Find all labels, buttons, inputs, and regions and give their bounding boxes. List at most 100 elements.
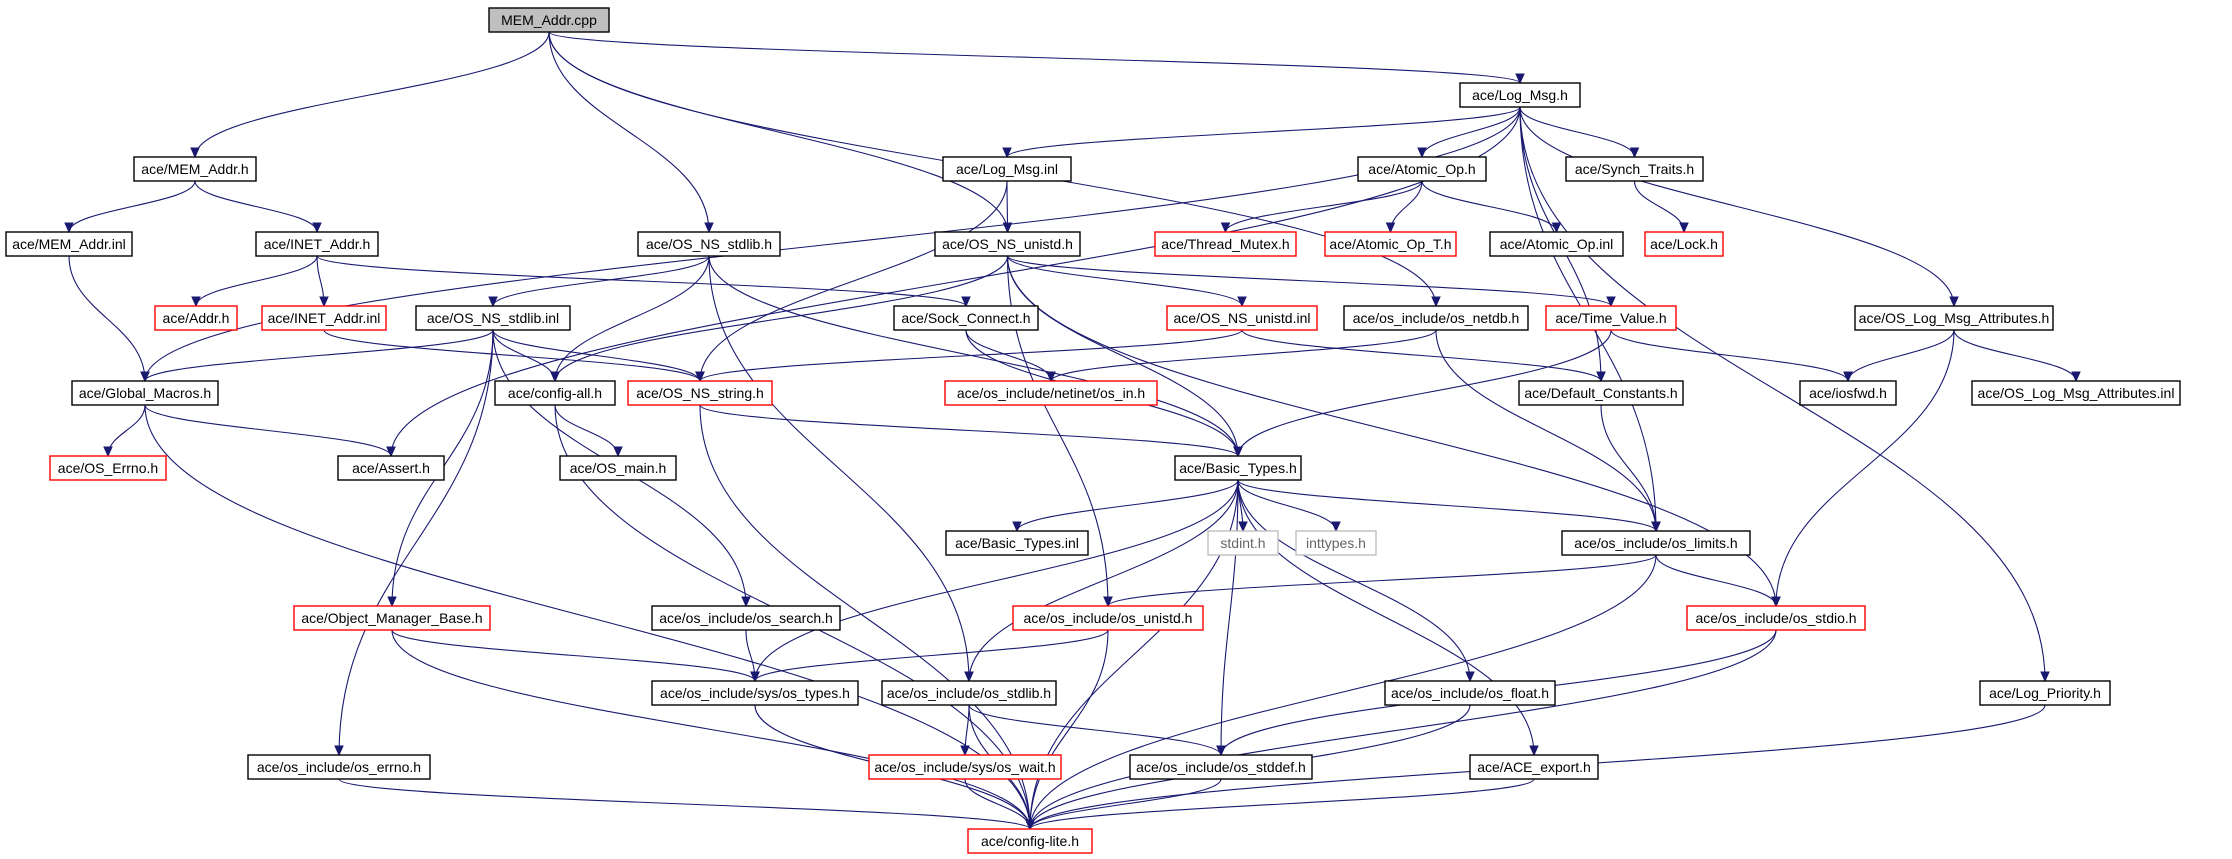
node-os-ns-stdlib-h[interactable]: ace/OS_NS_stdlib.h <box>637 231 781 257</box>
node-atomic-op-h[interactable]: ace/Atomic_Op.h <box>1357 156 1487 182</box>
node-atomic-op-t-h[interactable]: ace/Atomic_Op_T.h <box>1324 231 1457 257</box>
arrowhead-os_ns_stdlib_inl-to-os_errno_inc_h <box>334 745 344 757</box>
edge-basic_types_h-to-os_stdlib_h <box>968 479 1239 682</box>
arrowhead-mem_addr_cpp-to-log_msg_h <box>1515 73 1525 85</box>
node-time-value-h[interactable]: ace/Time_Value.h <box>1545 305 1677 331</box>
node-atomic-op-inl[interactable]: ace/Atomic_Op.inl <box>1489 231 1624 257</box>
node-box <box>133 156 257 182</box>
node-box <box>1174 455 1302 481</box>
node-label: ace/INET_Addr.h <box>264 236 371 252</box>
node-os-ns-stdlib-inl[interactable]: ace/OS_NS_stdlib.inl <box>415 305 571 331</box>
arrowhead-log_msg_h-to-log_priority_h <box>2040 671 2050 683</box>
node-basic-types-h[interactable]: ace/Basic_Types.h <box>1174 455 1302 481</box>
edge-ace_export_h-to-config_lite_h <box>1029 778 1535 830</box>
arrowhead-os_ns_stdlib_inl-to-os_search_h <box>741 596 751 608</box>
node-mem-addr-h[interactable]: ace/MEM_Addr.h <box>133 156 257 182</box>
node-os-stdio-h[interactable]: ace/os_include/os_stdio.h <box>1686 605 1866 631</box>
node-os-main-h[interactable]: ace/OS_main.h <box>559 455 677 481</box>
edge-mem_addr_cpp-to-mem_addr_h <box>194 31 550 158</box>
node-os-float-h[interactable]: ace/os_include/os_float.h <box>1384 680 1556 706</box>
node-box <box>934 231 1081 257</box>
node-synch-traits-h[interactable]: ace/Synch_Traits.h <box>1565 156 1704 182</box>
node-os-log-msg-attr-inl[interactable]: ace/OS_Log_Msg_Attributes.inl <box>1971 380 2181 406</box>
node-label: ace/os_include/os_float.h <box>1391 685 1549 701</box>
arrowhead-os_limits_h-to-os_unistd_h <box>1103 596 1113 608</box>
edge-basic_types_h-to-os_limits_h <box>1237 479 1657 532</box>
edge-os_unistd_h-to-sys_os_types_h <box>754 629 1109 682</box>
edge-os_ns_unistd_inl-to-os_ns_string_h <box>699 329 1243 382</box>
node-os-limits-h[interactable]: ace/os_include/os_limits.h <box>1561 530 1751 556</box>
node-global-macros-h[interactable]: ace/Global_Macros.h <box>71 380 219 406</box>
node-mem-addr-inl[interactable]: ace/MEM_Addr.inl <box>5 231 133 257</box>
node-log-msg-h[interactable]: ace/Log_Msg.h <box>1459 82 1581 108</box>
edge-mem_addr_cpp-to-os_ns_unistd_h <box>548 31 1009 233</box>
node-box <box>868 754 1062 780</box>
node-config-lite-h[interactable]: ace/config-lite.h <box>967 828 1093 854</box>
node-label: stdint.h <box>1220 535 1265 551</box>
node-log-msg-inl[interactable]: ace/Log_Msg.inl <box>942 156 1072 182</box>
node-lock-h[interactable]: ace/Lock.h <box>1644 231 1724 257</box>
node-os-ns-unistd-inl[interactable]: ace/OS_NS_unistd.inl <box>1166 305 1318 331</box>
node-assert-h[interactable]: ace/Assert.h <box>337 455 445 481</box>
node-box <box>247 754 431 780</box>
edge-os_stdio_h-to-config_lite_h <box>1029 629 1777 830</box>
edge-mem_addr_cpp-to-log_msg_h <box>548 31 1521 84</box>
node-sock-connect-h[interactable]: ace/Sock_Connect.h <box>893 305 1039 331</box>
node-os-in-h[interactable]: ace/os_include/netinet/os_in.h <box>944 380 1158 406</box>
edge-default_constants_h-to-os_limits_h <box>1600 404 1657 532</box>
node-os-netdb-h[interactable]: ace/os_include/os_netdb.h <box>1343 305 1529 331</box>
node-label: ace/OS_NS_stdlib.inl <box>427 310 559 326</box>
node-os-errno-inc-h[interactable]: ace/os_include/os_errno.h <box>247 754 431 780</box>
node-os-ns-unistd-h[interactable]: ace/OS_NS_unistd.h <box>934 231 1081 257</box>
node-box <box>1459 82 1581 108</box>
node-os-errno-h[interactable]: ace/OS_Errno.h <box>49 455 167 481</box>
node-default-constants-h[interactable]: ace/Default_Constants.h <box>1518 380 1684 406</box>
node-thread-mutex-h[interactable]: ace/Thread_Mutex.h <box>1154 231 1297 257</box>
node-config-all-h[interactable]: ace/config-all.h <box>494 380 616 406</box>
node-ace-export-h[interactable]: ace/ACE_export.h <box>1469 754 1599 780</box>
node-addr-h[interactable]: ace/Addr.h <box>154 305 238 331</box>
node-box <box>337 455 445 481</box>
node-iosfwd-h[interactable]: ace/iosfwd.h <box>1799 380 1897 406</box>
node-label: ace/config-all.h <box>508 385 602 401</box>
node-label: ace/OS_Log_Msg_Attributes.h <box>1859 310 2050 326</box>
edge-global_macros_h-to-assert_h <box>144 404 392 457</box>
arrowhead-os_ns_stdlib_inl-to-global_macros_h <box>140 371 150 383</box>
arrowhead-mem_addr_cpp-to-mem_addr_h <box>190 147 200 159</box>
node-os-stddef-h[interactable]: ace/os_include/os_stddef.h <box>1129 754 1313 780</box>
node-box <box>893 305 1039 331</box>
edge-os_log_msg_attr_h-to-os_stdio_h <box>1775 329 1955 607</box>
node-os-ns-string-h[interactable]: ace/OS_NS_string.h <box>627 380 773 406</box>
node-os-unistd-h[interactable]: ace/os_include/os_unistd.h <box>1012 605 1204 631</box>
edge-os_limits_h-to-os_stdio_h <box>1655 554 1777 607</box>
edge-mem_addr_cpp-to-os_ns_stdlib_h <box>548 31 710 233</box>
edge-os_ns_stdlib_h-to-basic_types_h <box>708 255 1239 457</box>
edge-basic_types_h-to-basic_types_inl <box>1016 479 1239 532</box>
edge-mem_addr_h-to-mem_addr_inl <box>68 180 196 233</box>
edge-log_msg_h-to-atomic_op_h <box>1421 106 1521 158</box>
node-label: ace/MEM_Addr.inl <box>12 236 126 252</box>
edge-time_value_h-to-iosfwd_h <box>1610 329 1849 382</box>
node-basic-types-inl[interactable]: ace/Basic_Types.inl <box>945 530 1089 556</box>
node-log-priority-h[interactable]: ace/Log_Priority.h <box>1979 680 2111 706</box>
node-os-stdlib-h[interactable]: ace/os_include/os_stdlib.h <box>881 680 1057 706</box>
arrowhead-os_log_msg_attr_h-to-os_log_msg_attr_inl <box>2071 371 2081 383</box>
node-sys-os-types-h[interactable]: ace/os_include/sys/os_types.h <box>651 680 859 706</box>
node-inet-addr-h[interactable]: ace/INET_Addr.h <box>255 231 379 257</box>
node-label: ace/os_include/os_errno.h <box>257 759 421 775</box>
node-os-log-msg-attr-h[interactable]: ace/OS_Log_Msg_Attributes.h <box>1854 305 2054 331</box>
node-inet-addr-inl[interactable]: ace/INET_Addr.inl <box>261 305 387 331</box>
node-label: ace/os_include/os_stdio.h <box>1695 610 1856 626</box>
arrowhead-inet_addr_h-to-addr_h <box>191 296 201 308</box>
edge-os_ns_stdlib_h-to-os_ns_stdlib_inl <box>492 255 710 307</box>
arrowhead-os_ns_stdlib_inl-to-object_manager_base_h <box>387 596 397 608</box>
edge-inet_addr_inl-to-os_ns_string_h <box>323 329 701 382</box>
node-box <box>944 380 1158 406</box>
arrowhead-mem_addr_cpp-to-os_ns_stdlib_h <box>704 222 714 234</box>
node-mem-addr-cpp[interactable]: MEM_Addr.cpp <box>488 7 610 33</box>
edge-global_macros_h-to-os_errno_h <box>107 404 146 457</box>
node-os-search-h[interactable]: ace/os_include/os_search.h <box>651 605 841 631</box>
node-object-manager-base-h[interactable]: ace/Object_Manager_Base.h <box>293 605 491 631</box>
node-sys-os-wait-h[interactable]: ace/os_include/sys/os_wait.h <box>868 754 1062 780</box>
edge-os_limits_h-to-os_unistd_h <box>1107 554 1657 607</box>
